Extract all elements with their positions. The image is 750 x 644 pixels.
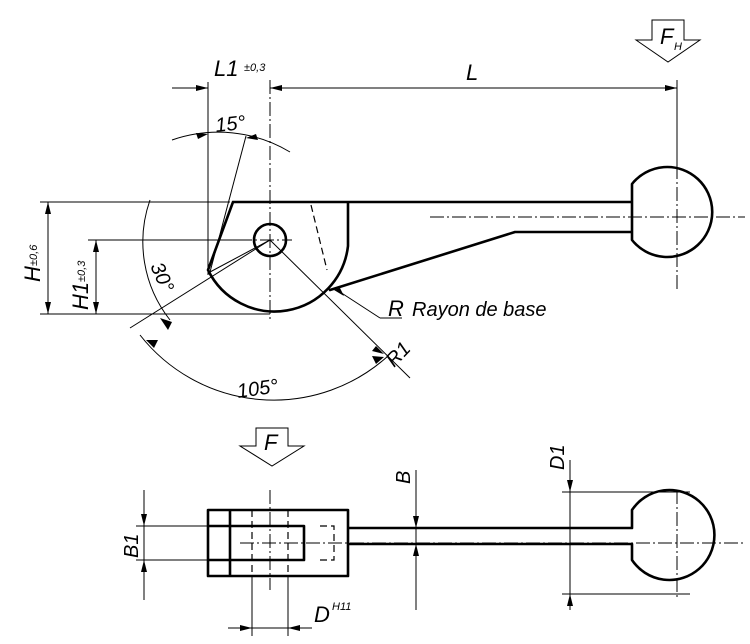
force-fh-subscript: H (674, 41, 682, 53)
dim-r-label: R (388, 296, 404, 321)
lever-plan-view (206, 488, 745, 600)
hidden-edge (310, 204, 328, 271)
force-f-label: F (264, 430, 279, 455)
dim-l1-tolerance: ±0,3 (244, 62, 266, 74)
dim-b-label: B (393, 471, 415, 484)
dim-h-label: H (20, 266, 45, 282)
force-f-arrow (238, 427, 306, 467)
dim-l1-label: L1 (214, 56, 238, 81)
angle-30-label: 30° (145, 259, 177, 296)
angle-15-label: 15° (214, 112, 246, 137)
hidden-slot (320, 525, 335, 561)
angle-105-label: 105° (236, 375, 280, 403)
force-fh-label: F (660, 24, 675, 49)
fork-outline (206, 488, 716, 582)
top-dimension-lines (40, 80, 678, 401)
force-fh-arrow (634, 19, 702, 63)
dim-r1-label: R1 (382, 338, 416, 372)
dim-h1-tolerance: ±0,3 (76, 260, 88, 282)
lever-outline (206, 165, 714, 313)
dim-d-label: D (314, 602, 330, 627)
lever-side-view (206, 80, 745, 320)
dim-d-fit: H11 (332, 601, 351, 613)
dim-l-label: L (466, 60, 478, 85)
plan-dimension-lines (136, 460, 690, 636)
dim-d1-label: D1 (547, 444, 569, 470)
dim-r-description: Rayon de base (412, 299, 547, 321)
dim-h-tolerance: ±0,6 (28, 244, 40, 266)
dim-b1-label: B1 (121, 534, 143, 558)
dim-h1-label: H1 (68, 282, 93, 310)
